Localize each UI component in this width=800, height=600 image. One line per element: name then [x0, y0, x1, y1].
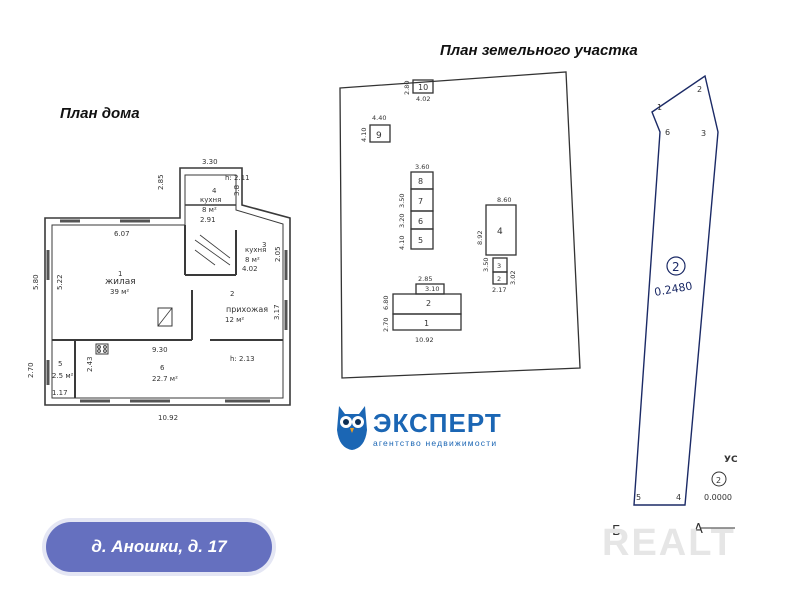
room-label: 2.5 м²: [52, 372, 74, 380]
dim-label: 6.80: [382, 296, 390, 310]
dim-label: 3.50: [482, 258, 490, 272]
plot-plan: [339, 71, 581, 379]
building-label: 2: [497, 275, 501, 283]
room-label: жилая: [105, 277, 136, 287]
dim-label: 10.92: [158, 414, 178, 422]
brand-tagline: агентство недвижимости: [373, 438, 498, 448]
room-label: 3: [262, 241, 266, 249]
dim-label: 3.20: [398, 214, 406, 228]
building-label: 7: [418, 197, 423, 206]
room-label: 2: [230, 290, 234, 298]
house-labels: 3.30 2.85 4 h: 2.11 кухня 8 м² 2.91 3.8 …: [27, 158, 282, 422]
point-label: 2: [697, 85, 702, 94]
dim-label: 3.17: [273, 304, 281, 320]
point-label: 3: [701, 129, 706, 138]
dim-label: 3.10: [425, 285, 439, 293]
room-label: h: 2.13: [230, 355, 255, 363]
dim-label: 10.92: [415, 336, 434, 344]
brand-logo: ЭКСПЕРТ агентство недвижимости: [335, 400, 515, 452]
owl-icon: [337, 406, 367, 450]
dim-label: 3.60: [415, 163, 429, 171]
dim-label: 4.02: [416, 95, 430, 103]
room-label: 5: [58, 360, 62, 368]
room-label: 12 м²: [225, 316, 244, 324]
legend-area: 0.0000: [704, 493, 732, 502]
dim-label: 5.80: [32, 274, 40, 290]
address-text: д. Аношки, д. 17: [91, 537, 227, 556]
point-label: 5: [636, 493, 641, 502]
dim-label: 8.60: [497, 196, 511, 204]
corner-label: Б: [612, 524, 621, 539]
point-label: 1: [657, 103, 662, 112]
room-label: 1: [118, 270, 122, 278]
room-label: 8 м²: [245, 256, 260, 264]
dim-label: 3.30: [202, 158, 218, 166]
room-label: 8 м²: [202, 206, 217, 214]
legend-title: УС: [724, 455, 738, 465]
brand-name: ЭКСПЕРТ: [373, 408, 502, 438]
room-label: кухня: [200, 196, 221, 204]
building-label: 2: [426, 299, 431, 308]
dim-label: 8.92: [476, 231, 484, 245]
address-badge: д. Аношки, д. 17: [46, 522, 272, 572]
house-plan-title: План дома: [60, 105, 140, 122]
building-label: 1: [424, 319, 429, 328]
plot-plan-title: План земельного участка: [440, 42, 638, 59]
dim-label: 1.17: [52, 389, 68, 397]
legend-number: 2: [716, 476, 721, 485]
building-label: 6: [418, 217, 423, 226]
room-label: прихожая: [226, 305, 268, 314]
room-label: h: 2.11: [225, 174, 250, 182]
dim-label: 4.02: [242, 265, 258, 273]
dim-label: 3.8: [233, 185, 241, 196]
dim-label: 6.07: [114, 230, 130, 238]
room-label: 39 м²: [110, 288, 129, 296]
dim-label: 2.70: [382, 318, 390, 332]
room-label: 22.7 м²: [152, 375, 178, 383]
house-plan: [44, 167, 291, 406]
parcel-area: 0.2480: [653, 279, 693, 298]
dim-label: 5.22: [56, 274, 64, 290]
dim-label: 9.30: [152, 346, 168, 354]
dim-label: 2.80: [403, 81, 411, 95]
dim-label: 2.70: [27, 362, 35, 378]
dim-label: 4.40: [372, 114, 386, 122]
building-label: 3: [497, 262, 501, 270]
dim-label: 2.85: [157, 174, 165, 190]
dim-label: 4.10: [398, 236, 406, 250]
corner-label: А: [694, 522, 703, 537]
building-label: 5: [418, 236, 423, 245]
parcel-number: 2: [672, 260, 680, 274]
dim-label: 4.10: [360, 128, 368, 142]
building-label: 4: [497, 227, 503, 237]
parcel-labels: 1 2 3 4 5 6 2 0.2480 Б А УС 2 0.0000: [612, 85, 738, 539]
parcel-outline: [633, 74, 719, 506]
room-label: 6: [160, 364, 165, 372]
dim-label: 2.05: [274, 246, 282, 262]
dim-label: 3.02: [509, 271, 517, 285]
building-label: 9: [376, 131, 382, 141]
dim-label: 2.85: [418, 275, 432, 283]
point-label: 4: [676, 493, 681, 502]
dim-label: 2.91: [200, 216, 216, 224]
plot-labels: 10 4.02 2.80 9 4.40 4.10 3.60 8 7 6 5 3.…: [360, 81, 517, 344]
room-label: 4: [212, 187, 217, 195]
room-label: кухня: [245, 246, 266, 254]
point-label: 6: [665, 128, 670, 137]
dim-label: 3.50: [398, 194, 406, 208]
dim-label: 2.17: [492, 286, 506, 294]
dim-label: 2.43: [86, 356, 94, 372]
watermark: REALT: [602, 522, 736, 564]
building-label: 8: [418, 177, 423, 186]
building-label: 10: [418, 83, 428, 92]
